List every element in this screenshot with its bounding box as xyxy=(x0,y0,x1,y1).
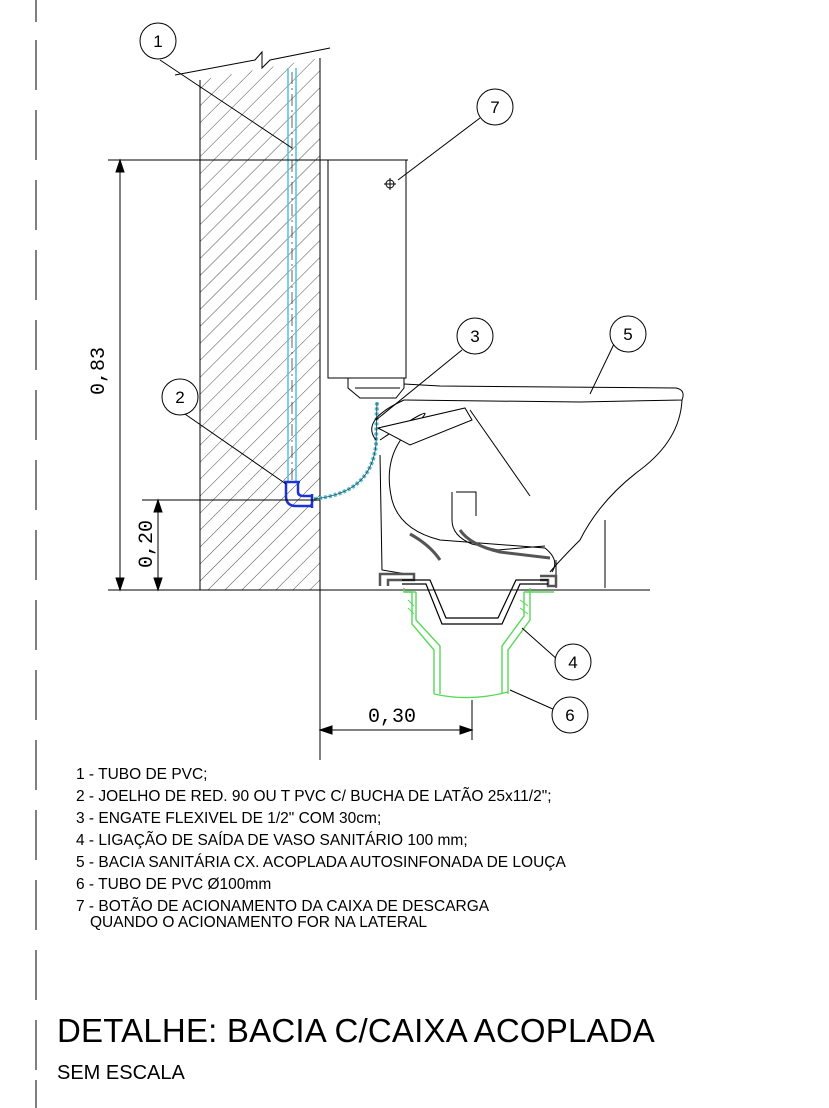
outlet-connection xyxy=(402,579,548,625)
drain-pipe xyxy=(403,588,554,699)
elbow-fitting xyxy=(284,480,314,508)
legend-item-3: 3 - ENGATE FLEXIVEL DE 1/2" COM 30cm; xyxy=(76,810,382,827)
wall xyxy=(174,47,331,760)
flexible-hose xyxy=(313,401,379,501)
toilet-bowl xyxy=(371,383,684,588)
dim-total-height: 0,83 xyxy=(88,347,111,395)
svg-text:4: 4 xyxy=(568,653,577,672)
svg-text:6: 6 xyxy=(565,706,574,725)
callout-4: 4 xyxy=(554,643,592,681)
callout-2: 2 xyxy=(161,378,199,416)
svg-text:7: 7 xyxy=(490,98,499,117)
callout-6: 6 xyxy=(551,696,589,734)
legend: 1 - TUBO DE PVC; 2 - JOELHO DE RED. 90 O… xyxy=(76,764,566,932)
svg-text:3: 3 xyxy=(470,327,479,346)
drawing-scale-note: SEM ESCALA xyxy=(57,1062,185,1084)
callout-7: 7 xyxy=(476,88,514,126)
callout-5: 5 xyxy=(609,315,647,353)
legend-item-1: 1 - TUBO DE PVC; xyxy=(76,766,208,783)
legend-item-7: 7 - BOTÃO DE ACIONAMENTO DA CAIXA DE DES… xyxy=(76,898,490,915)
drawing-title: DETALHE: BACIA C/CAIXA ACOPLADA xyxy=(57,1012,655,1049)
svg-text:5: 5 xyxy=(623,325,632,344)
water-pipe xyxy=(287,68,297,482)
flush-button-icon xyxy=(384,178,396,190)
legend-item-6: 6 - TUBO DE PVC Ø100mm xyxy=(76,876,272,893)
cistern-tank xyxy=(327,159,407,399)
callout-1: 1 xyxy=(139,22,177,60)
dimension-lines xyxy=(108,158,474,740)
svg-text:2: 2 xyxy=(175,388,184,407)
svg-text:1: 1 xyxy=(153,32,162,51)
dim-inlet-height: 0,20 xyxy=(136,520,159,568)
callout-3: 3 xyxy=(456,317,494,355)
legend-item-2: 2 - JOELHO DE RED. 90 OU T PVC C/ BUCHA … xyxy=(76,788,552,805)
seal-gasket xyxy=(378,529,558,588)
legend-item-5: 5 - BACIA SANITÁRIA CX. ACOPLADA AUTOSIN… xyxy=(76,854,566,871)
legend-item-4: 4 - LIGAÇÃO DE SAÍDA DE VASO SANITÁRIO 1… xyxy=(76,832,468,849)
callout-leaders xyxy=(159,59,615,711)
break-line xyxy=(174,47,331,76)
legend-item-7-continuation: QUANDO O ACIONAMENTO FOR NA LATERAL xyxy=(90,914,428,931)
dim-wall-offset: 0,30 xyxy=(368,706,416,729)
